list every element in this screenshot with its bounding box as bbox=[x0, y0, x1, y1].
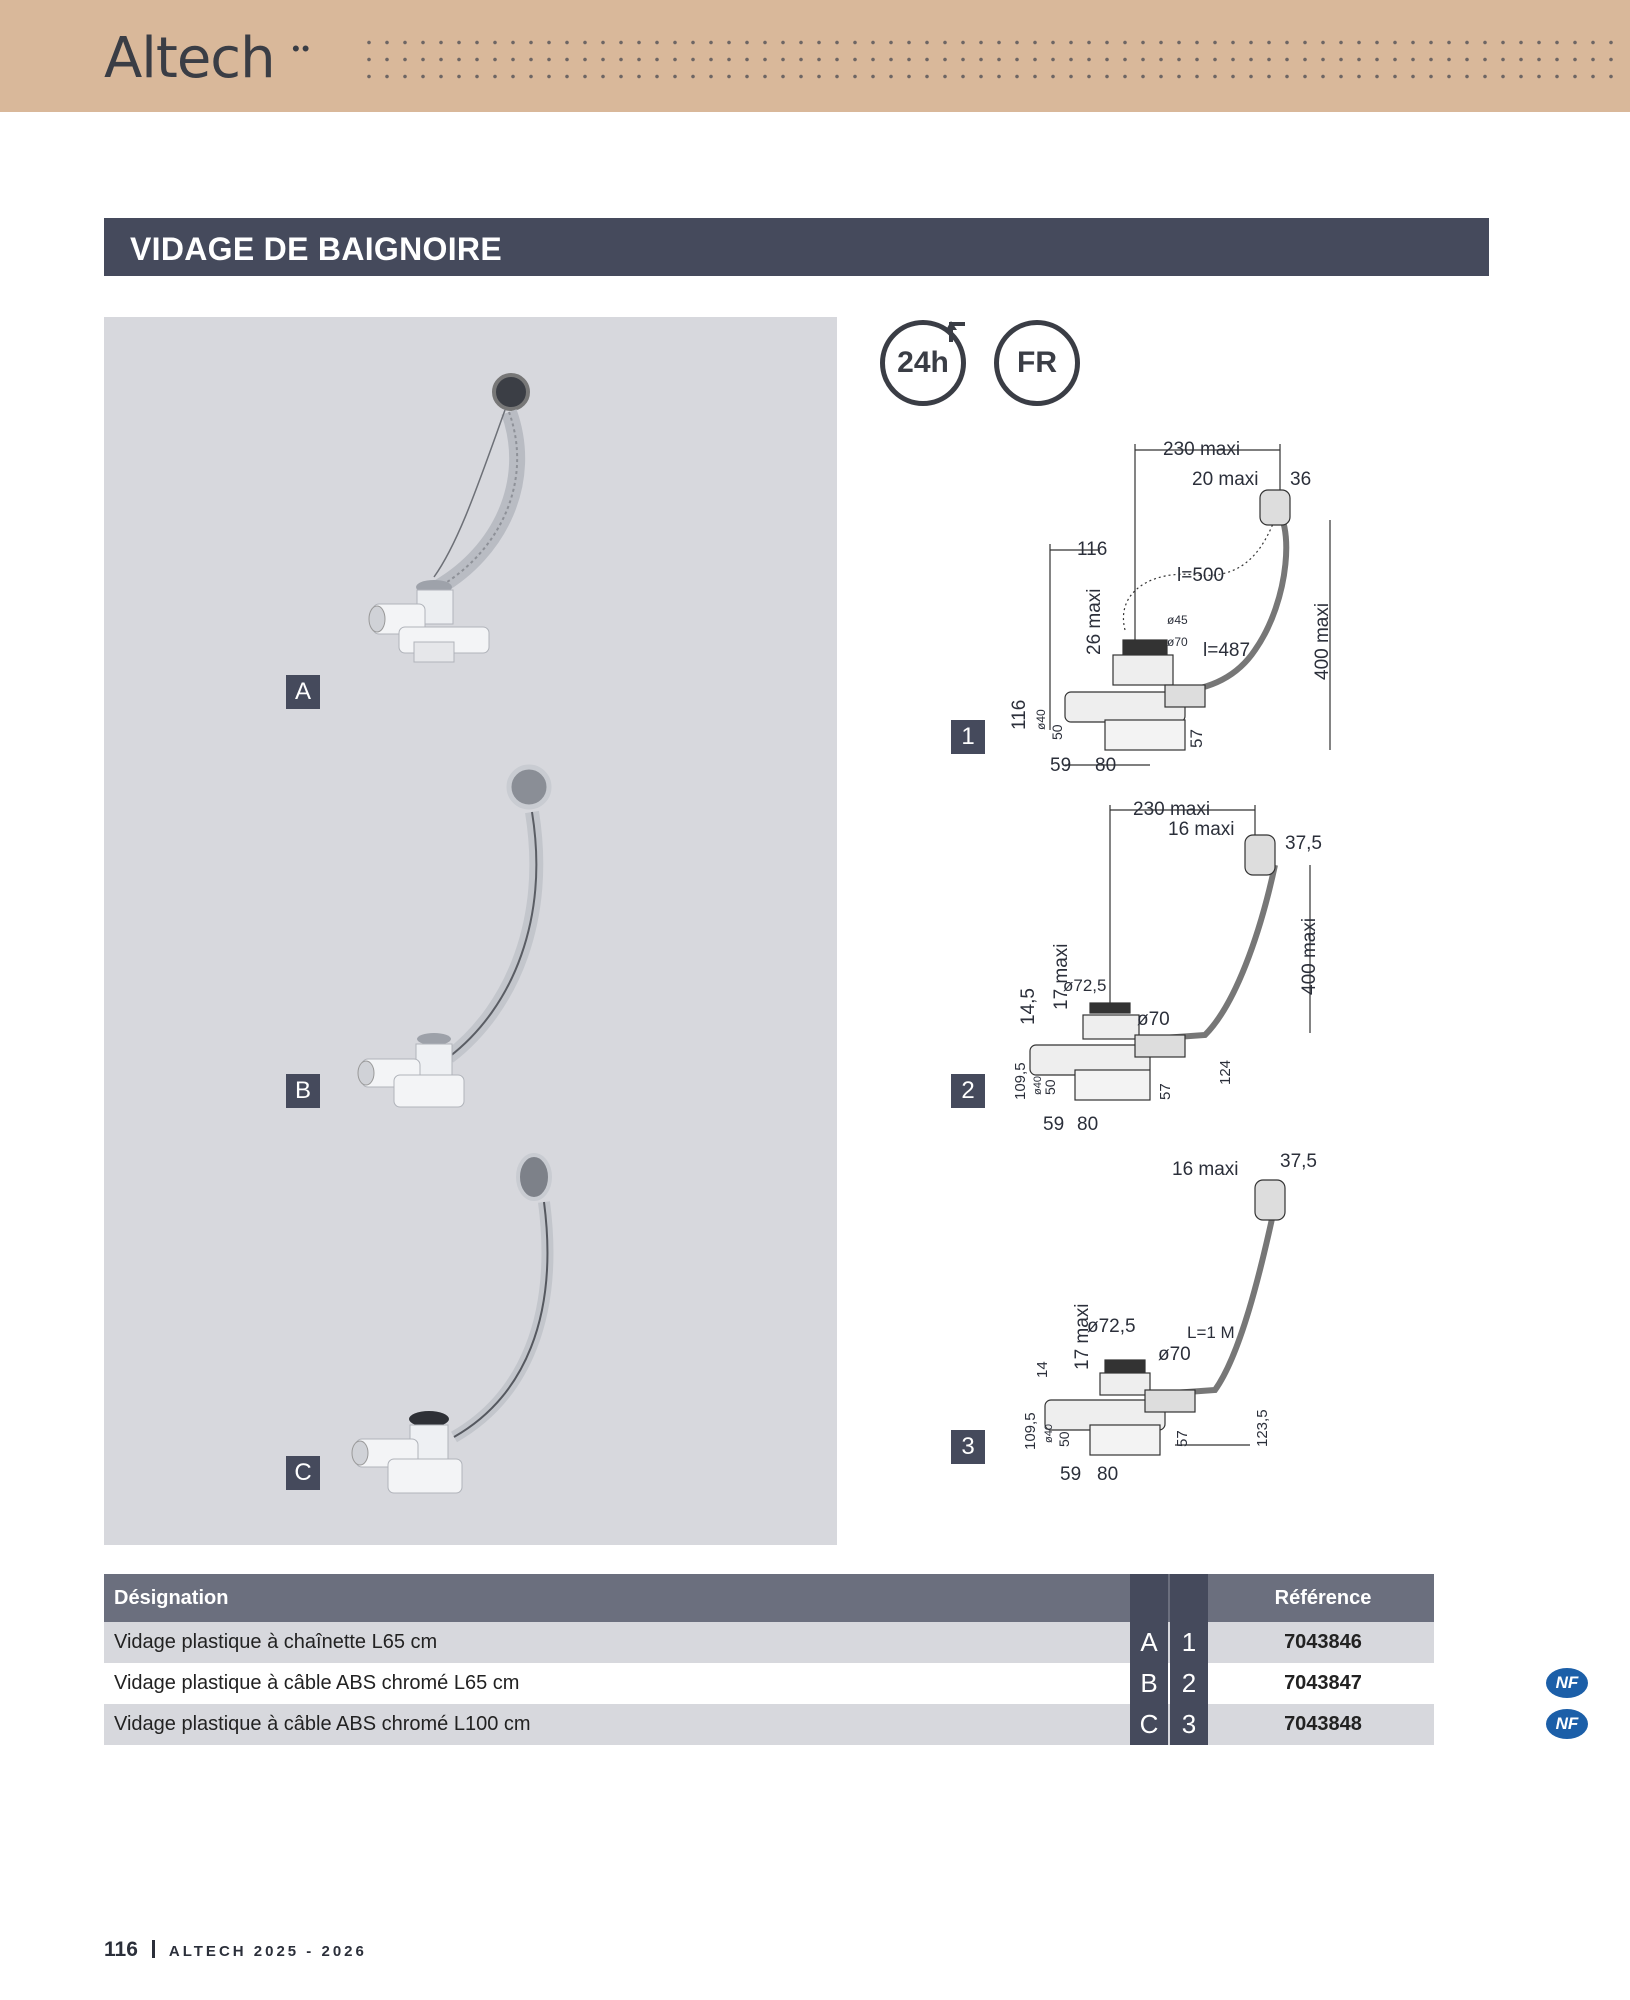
product-table: Désignation Référence Vidage plastique à… bbox=[104, 1574, 1588, 1745]
dim-cable2: l=487 bbox=[1203, 640, 1250, 661]
dim-w80: 80 bbox=[1097, 1464, 1118, 1485]
dim-d50: 50 bbox=[1042, 1079, 1058, 1095]
table-row: Vidage plastique à chaînette L65 cm A 1 … bbox=[104, 1622, 1434, 1663]
dim-cable: l=500 bbox=[1177, 565, 1224, 586]
dim-drain: 16 maxi bbox=[1168, 819, 1235, 840]
row-letter: A bbox=[1130, 1622, 1168, 1663]
dim-h116: 116 bbox=[1009, 700, 1030, 730]
row-designation: Vidage plastique à câble ABS chromé L100… bbox=[114, 1713, 531, 1735]
brand-logo-dots: •• bbox=[292, 36, 312, 61]
dim-h1235: 123,5 bbox=[1254, 1409, 1271, 1447]
dim-h14: 14 bbox=[1034, 1361, 1051, 1378]
dim-w59: 59 bbox=[1043, 1114, 1064, 1135]
dim-top: 230 maxi bbox=[1163, 439, 1240, 460]
dim-w80: 80 bbox=[1077, 1114, 1098, 1135]
product-photo-panel: A B C bbox=[104, 317, 837, 1545]
table-row: Vidage plastique à câble ABS chromé L65 … bbox=[104, 1663, 1588, 1704]
dim-d725: ø72,5 bbox=[1063, 976, 1106, 995]
decorative-dot-pattern bbox=[360, 34, 1620, 84]
dim-d725: ø72,5 bbox=[1087, 1316, 1136, 1337]
dim-d50: 50 bbox=[1049, 724, 1065, 740]
dim-d70: ø70 bbox=[1158, 1344, 1191, 1365]
page-footer: 116 ALTECH 2025 - 2026 bbox=[104, 1938, 367, 1962]
technical-diagram-1: 230 maxi 20 maxi 36 116 l=500 l=487 ø45 … bbox=[1009, 439, 1333, 776]
dim-d70: ø70 bbox=[1137, 1009, 1170, 1030]
diagram-label-3: 3 bbox=[951, 1430, 985, 1464]
table-row: Vidage plastique à câble ABS chromé L100… bbox=[104, 1704, 1588, 1745]
technical-diagram-2: 230 maxi 16 maxi 37,5 400 maxi 17 maxi 1… bbox=[1012, 799, 1322, 1135]
technical-diagram-3: 16 maxi 37,5 17 maxi ø72,5 ø70 L=1 M 14 … bbox=[1022, 1151, 1317, 1485]
refresh-arrow-icon bbox=[946, 321, 965, 342]
row-letter: C bbox=[1130, 1704, 1168, 1745]
dim-h57: 57 bbox=[1157, 1083, 1174, 1100]
dim-maxi17: 17 maxi bbox=[1072, 1303, 1093, 1370]
dim-h57: 57 bbox=[1187, 729, 1206, 748]
dim-h57: 57 bbox=[1174, 1430, 1191, 1447]
dim-top: 230 maxi bbox=[1133, 799, 1210, 820]
dim-d40: ø40 bbox=[1043, 1424, 1055, 1443]
row-reference: 7043846 bbox=[1284, 1631, 1362, 1653]
dim-flange: 37,5 bbox=[1285, 833, 1322, 854]
diagram-label-2: 2 bbox=[951, 1074, 985, 1108]
page-number: 116 bbox=[104, 1938, 138, 1961]
dim-left: 116 bbox=[1077, 539, 1107, 560]
made-in-france-badge: FR bbox=[994, 320, 1080, 406]
product-label-b: B bbox=[286, 1074, 320, 1108]
section-title: VIDAGE DE BAIGNOIRE bbox=[130, 231, 502, 267]
dim-w80: 80 bbox=[1095, 755, 1116, 776]
diagram-label-1: 1 bbox=[951, 720, 985, 754]
dim-height: 400 maxi bbox=[1312, 603, 1333, 680]
product-image-a bbox=[368, 373, 530, 663]
dim-h1095: 109,5 bbox=[1022, 1412, 1039, 1450]
header-reference: Référence bbox=[1274, 1587, 1372, 1609]
dim-h145: 14,5 bbox=[1018, 988, 1039, 1025]
dim-maxi26: 26 maxi bbox=[1084, 588, 1105, 655]
dim-w59: 59 bbox=[1050, 755, 1071, 776]
product-image-c bbox=[351, 1153, 554, 1494]
header-designation: Désignation bbox=[114, 1587, 229, 1609]
header-band: Altech •• bbox=[0, 0, 1630, 112]
nf-certification-icon: NF bbox=[1546, 1668, 1588, 1698]
product-label-a: A bbox=[286, 675, 320, 709]
footer-separator bbox=[151, 1940, 155, 1958]
dim-flange: 37,5 bbox=[1280, 1151, 1317, 1172]
footer-brand: ALTECH 2025 - 2026 bbox=[168, 1943, 367, 1960]
nf-certification-icon: NF bbox=[1546, 1709, 1588, 1739]
dim-d40: ø40 bbox=[1032, 1076, 1044, 1095]
row-reference: 7043848 bbox=[1284, 1713, 1362, 1735]
dim-w59: 59 bbox=[1060, 1464, 1081, 1485]
dim-h1095: 109,5 bbox=[1012, 1062, 1029, 1100]
table-header-row: Désignation Référence bbox=[104, 1574, 1434, 1622]
dim-flange: 36 bbox=[1290, 469, 1311, 490]
dim-length: L=1 M bbox=[1187, 1323, 1235, 1342]
row-number: 3 bbox=[1170, 1704, 1208, 1745]
brand-logo: Altech bbox=[104, 26, 276, 91]
row-number: 1 bbox=[1170, 1622, 1208, 1663]
row-number: 2 bbox=[1170, 1663, 1208, 1704]
dim-drain: 20 maxi bbox=[1192, 469, 1259, 490]
dim-d50: 50 bbox=[1056, 1431, 1072, 1447]
header-letter-cell bbox=[1130, 1574, 1168, 1622]
row-designation: Vidage plastique à chaînette L65 cm bbox=[114, 1631, 438, 1653]
dim-d70: ø70 bbox=[1167, 635, 1188, 649]
row-letter: B bbox=[1130, 1663, 1168, 1704]
dim-drain: 16 maxi bbox=[1172, 1159, 1239, 1180]
dim-height: 400 maxi bbox=[1299, 918, 1320, 995]
dim-d40: ø40 bbox=[1034, 709, 1048, 730]
product-image-b bbox=[357, 764, 552, 1108]
row-reference: 7043847 bbox=[1284, 1672, 1362, 1694]
product-label-c: C bbox=[286, 1456, 320, 1490]
dim-d45: ø45 bbox=[1167, 613, 1188, 627]
delivery-24h-badge: 24h bbox=[880, 320, 966, 406]
section-title-bar: VIDAGE DE BAIGNOIRE bbox=[104, 218, 1489, 276]
dim-maxi17: 17 maxi bbox=[1051, 943, 1072, 1010]
header-number-cell bbox=[1170, 1574, 1208, 1622]
dim-h124: 124 bbox=[1217, 1060, 1234, 1085]
row-designation: Vidage plastique à câble ABS chromé L65 … bbox=[114, 1672, 520, 1694]
